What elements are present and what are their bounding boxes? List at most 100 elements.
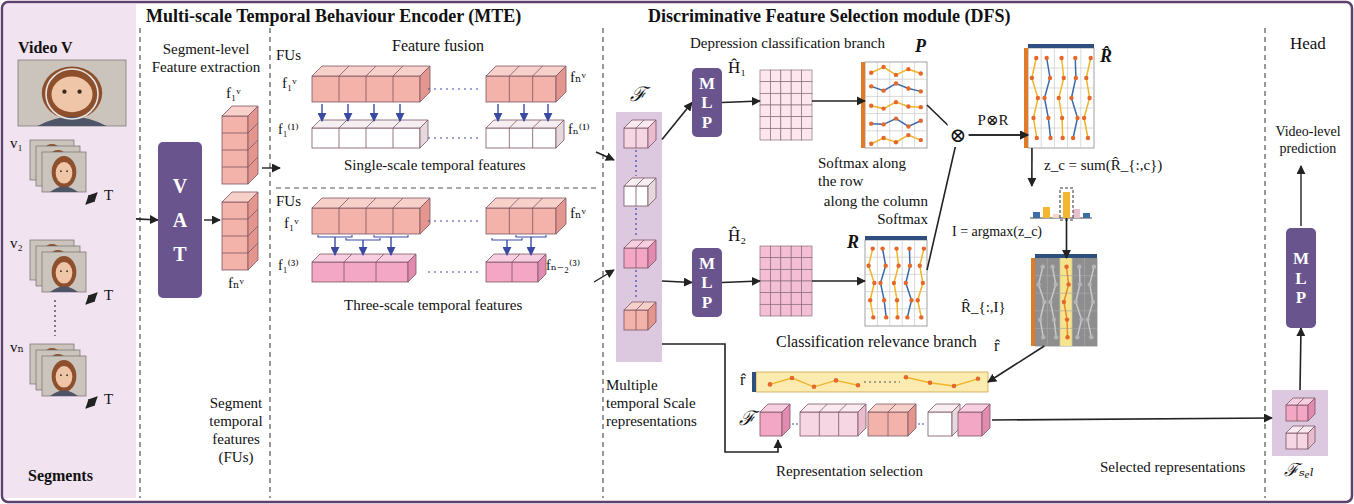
block-front <box>1286 405 1308 421</box>
connector-arrow <box>927 135 1028 270</box>
block-side <box>248 192 258 270</box>
chart-dot <box>1031 116 1035 120</box>
connector-arrow <box>1066 218 1068 258</box>
chart-dot <box>918 264 922 268</box>
chart-dot <box>904 281 908 285</box>
chart-dot <box>1092 265 1096 269</box>
block-side <box>420 66 430 102</box>
group-bracket <box>492 238 522 240</box>
group-bracket <box>516 235 546 237</box>
chart-dot <box>894 81 898 85</box>
chart-gridline <box>877 240 878 326</box>
connector-arrow <box>927 105 1028 135</box>
chart-dot <box>883 264 887 268</box>
strip-dot <box>790 376 795 381</box>
block-division <box>248 226 258 236</box>
chart-dot <box>1030 76 1034 80</box>
chart-gridline <box>865 113 927 114</box>
hair <box>52 256 77 288</box>
block-division <box>248 243 258 253</box>
label-text: along the column Softmax <box>812 192 928 228</box>
product-chart: R̂ <box>1028 48 1094 148</box>
group-bracket <box>374 235 408 237</box>
block-front <box>800 412 858 436</box>
block-front <box>1286 433 1308 449</box>
block-division <box>532 128 533 148</box>
matrix-cell <box>791 105 801 117</box>
chart-dot <box>881 136 885 140</box>
block-division <box>339 208 340 234</box>
matrix-cell <box>770 70 780 82</box>
selected-column-chart: R̂_{:,I} <box>1035 258 1097 346</box>
matrix-cell <box>760 269 770 281</box>
strip-dot <box>856 383 861 388</box>
matrix-cell <box>791 128 801 140</box>
block-division <box>339 128 340 148</box>
connector-arrow <box>722 281 760 283</box>
label-text: ⊗ <box>948 123 969 147</box>
block-division <box>819 404 827 412</box>
label-text: FUs <box>276 192 301 210</box>
block-division <box>532 208 533 234</box>
hair <box>52 360 77 392</box>
flow-arrow <box>321 104 322 121</box>
strip-dot <box>928 381 933 386</box>
matrix-cell <box>781 293 791 305</box>
block-division <box>339 198 349 208</box>
label-text: Three-scale temporal features <box>344 296 522 314</box>
label-text: f₁⁽¹⁾ <box>278 122 299 139</box>
relevance-strip: r̂ <box>756 372 988 392</box>
matrix-cell <box>770 246 780 258</box>
chart-gridline <box>865 96 927 97</box>
chart-dot <box>871 246 875 250</box>
input-band-fill <box>4 4 136 498</box>
chart-dot <box>1091 300 1095 304</box>
softmax-chart: R <box>865 240 927 326</box>
face-skin <box>56 162 73 184</box>
score-bar <box>1053 214 1060 218</box>
eye <box>60 170 62 172</box>
matrix-grid: Ĥ₁ <box>760 70 812 140</box>
connector-arrow <box>662 281 692 283</box>
group-bracket <box>318 235 352 237</box>
softmax-chart: P <box>865 62 927 148</box>
block-division <box>839 404 847 412</box>
chart-dot <box>869 142 873 146</box>
flow-arrow <box>334 237 335 255</box>
chart-dot <box>1042 96 1046 100</box>
mlp-block: MLP <box>1286 228 1316 328</box>
chart-dot <box>895 298 899 302</box>
flow-arrow <box>1300 166 1301 226</box>
chart-gridline <box>865 79 927 80</box>
flow-arrow <box>399 104 400 121</box>
flow-arrow <box>204 219 220 220</box>
label-text: fₙᵛ <box>570 204 586 222</box>
score-bar <box>1033 212 1040 218</box>
chart-dot <box>1073 56 1077 60</box>
block-front <box>222 202 248 270</box>
label-text: T <box>104 286 113 304</box>
matrix-cell <box>781 281 791 293</box>
chart-dot <box>896 264 900 268</box>
block-front <box>312 76 420 102</box>
label-text: FUs <box>276 46 301 64</box>
chart-dot <box>869 84 873 88</box>
connector-arrow <box>1031 148 1033 186</box>
flow-arrow <box>594 270 614 282</box>
flow-arrow <box>530 237 531 255</box>
chart-dot <box>869 104 873 108</box>
label-text: Selected representations <box>1100 458 1245 476</box>
block-side <box>648 120 656 148</box>
chart-dot <box>1045 56 1049 60</box>
face-skin <box>51 77 92 113</box>
matrix-cell <box>770 128 780 140</box>
row-bar <box>1031 258 1035 346</box>
node-text: ℱ <box>739 406 755 430</box>
chart-dot <box>894 246 898 250</box>
chart-dot <box>868 298 872 302</box>
chart-dot <box>894 73 898 77</box>
matrix-cell <box>770 269 780 281</box>
score-bar <box>1043 207 1050 218</box>
score-bar <box>1063 192 1070 218</box>
